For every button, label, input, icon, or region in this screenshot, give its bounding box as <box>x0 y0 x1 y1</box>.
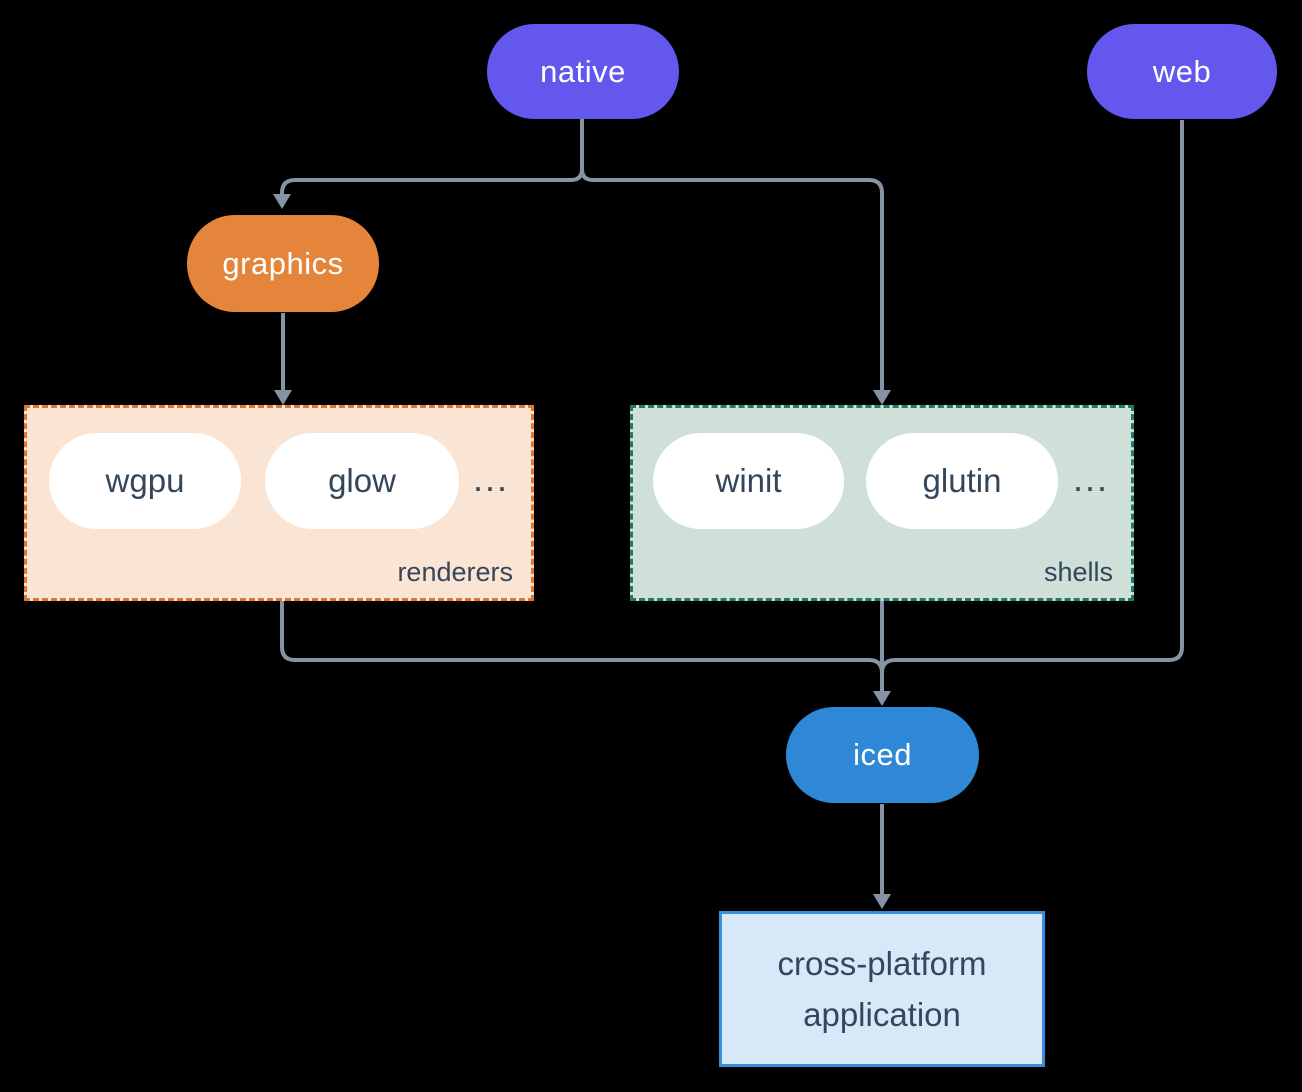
chip-wgpu: wgpu <box>49 433 241 529</box>
node-native-label: native <box>540 53 626 89</box>
node-iced-label: iced <box>853 737 912 772</box>
node-graphics-label: graphics <box>222 245 344 281</box>
node-application: cross-platform application <box>719 911 1045 1067</box>
chip-glow: glow <box>265 433 459 529</box>
node-graphics: graphics <box>187 215 379 312</box>
edge-native-to-shells <box>580 118 884 392</box>
node-web: web <box>1087 24 1277 119</box>
arrowhead-into-renderers <box>274 390 292 405</box>
group-renderers: wgpu glow ... renderers <box>24 405 534 601</box>
group-shells: winit glutin ... shells <box>630 405 1134 601</box>
arrowhead-into-shells <box>873 390 891 405</box>
chip-winit-label: winit <box>715 462 782 499</box>
edge-renderers-to-iced <box>280 601 884 674</box>
chip-glutin-label: glutin <box>922 462 1002 499</box>
node-application-label: cross-platform application <box>777 944 987 1033</box>
renderers-group-label: renderers <box>397 557 513 587</box>
edge-native-to-graphics <box>280 118 584 197</box>
node-native: native <box>487 24 679 119</box>
node-iced: iced <box>786 707 979 803</box>
renderers-ellipsis: ... <box>472 458 509 499</box>
arrowhead-into-iced <box>873 691 891 706</box>
arrowhead-into-graphics <box>273 194 291 209</box>
chip-winit: winit <box>653 433 844 529</box>
chip-glutin: glutin <box>866 433 1058 529</box>
chip-wgpu-label: wgpu <box>105 462 185 499</box>
shells-group-label: shells <box>1043 557 1113 587</box>
chip-glow-label: glow <box>328 462 396 499</box>
node-web-label: web <box>1152 53 1212 89</box>
arrowhead-into-application <box>873 894 891 909</box>
shells-ellipsis: ... <box>1072 458 1109 499</box>
